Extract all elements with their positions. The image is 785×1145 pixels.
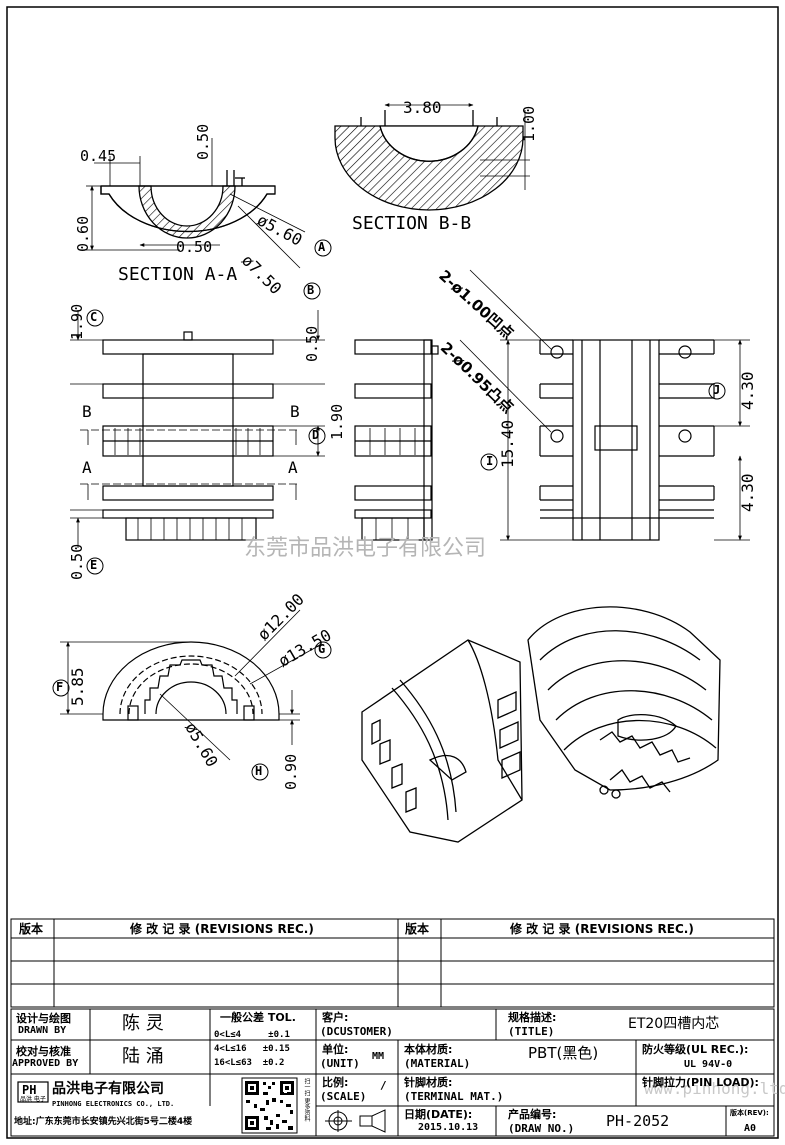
section-mark-b-left: B: [82, 402, 92, 421]
approved-by-cn: 校对与核准: [16, 1045, 71, 1058]
rev-label: 版本(REV):: [730, 1109, 769, 1117]
scale-en: (SCALE): [320, 1090, 367, 1103]
title-en: (TITLE): [508, 1025, 555, 1038]
section-mark-b-right: B: [290, 402, 300, 421]
marker-c: C: [90, 310, 98, 324]
company-logo-sub: 品洪 电子: [20, 1096, 46, 1103]
dim-15-40: 15.40: [498, 419, 517, 468]
marker-a: A: [318, 240, 326, 254]
scale-cn: 比例:: [322, 1076, 349, 1089]
dim-1-90-right: 1.90: [328, 403, 346, 440]
section-a-view: [86, 138, 306, 269]
dim-0-50-bottom-left: 0.50: [68, 543, 86, 580]
dim-4-30-top: 4.30: [738, 371, 757, 410]
dim-0-50-bottom: 0.50: [176, 238, 213, 256]
material-cn: 本体材质:: [404, 1043, 453, 1056]
rev-version-right: 版本: [405, 922, 430, 936]
dim-3-80: 3.80: [403, 98, 442, 117]
marker-h: H: [255, 764, 263, 778]
marker-j: J: [713, 383, 721, 397]
tolerance-row-1: 0<L≤4 ±0.1: [214, 1030, 290, 1040]
customer-en: (DCUSTOMER): [320, 1025, 393, 1038]
marker-g: G: [318, 642, 326, 656]
dim-0-45: 0.45: [80, 147, 117, 165]
dim-1-00: 1.00: [520, 105, 538, 142]
draw-no-en: (DRAW NO.): [508, 1122, 575, 1135]
dim-1-90-top: 1.90: [68, 303, 86, 340]
watermark: 东莞市品洪电子有限公司: [244, 536, 487, 561]
section-a-title: SECTION A-A: [118, 264, 238, 285]
side-view: [354, 339, 439, 541]
section-mark-a-right: A: [288, 458, 298, 477]
rev-value: A0: [744, 1123, 757, 1134]
tolerance-title: 一般公差 TOL.: [220, 1011, 296, 1024]
company-logo: PH: [22, 1083, 37, 1097]
qr-side-text: 扫一扫 更多资料: [303, 1078, 310, 1122]
material-en: (MATERIAL): [404, 1057, 471, 1070]
right-view: [459, 269, 750, 541]
draw-no-cn: 产品编号:: [508, 1108, 557, 1121]
bottom-view: [60, 609, 321, 761]
terminal-en: (TERMINAL MAT.): [404, 1090, 504, 1103]
watermark-url: www.pinhong.ltd: [644, 1079, 785, 1098]
ul-value: UL 94V-0: [684, 1059, 733, 1070]
front-view: [70, 310, 325, 548]
unit-en: (UNIT): [320, 1057, 360, 1070]
date-value: 2015.10.13: [418, 1122, 479, 1133]
company-name-en: PINHONG ELECTRONICS CO., LTD.: [52, 1100, 175, 1108]
title-block: [10, 1008, 775, 1137]
marker-f: F: [56, 680, 64, 694]
scale-value: /: [380, 1079, 387, 1092]
isometric-view-right: [527, 606, 721, 799]
qr-code: [241, 1077, 298, 1134]
dim-0-90: 0.90: [282, 753, 300, 790]
section-b-view: [334, 103, 530, 211]
drawn-by-cn: 设计与绘图: [16, 1012, 71, 1025]
dim-4-30-bottom: 4.30: [738, 473, 757, 512]
tolerance-row-3: 16<L≤63 ±0.2: [214, 1058, 285, 1068]
section-mark-a-left: A: [82, 458, 92, 477]
revision-table: [10, 918, 775, 1008]
marker-e: E: [90, 558, 98, 572]
dim-5-85: 5.85: [68, 667, 87, 706]
isometric-view-left: [361, 639, 523, 843]
pin-load-label: 针脚拉力(PIN LOAD):: [642, 1076, 759, 1089]
section-b-title: SECTION B-B: [352, 213, 472, 234]
rev-header-left: 修 改 记 录 (REVISIONS REC.): [130, 922, 314, 936]
customer-cn: 客户:: [322, 1011, 349, 1024]
date-label: 日期(DATE):: [404, 1108, 473, 1121]
unit-value: MM: [372, 1051, 385, 1062]
marker-d: D: [312, 428, 320, 442]
material-value: PBT(黑色): [528, 1044, 599, 1062]
tolerance-row-2: 4<L≤16 ±0.15: [214, 1044, 290, 1054]
company-address: 地址:广东东莞市长安镇先兴北街5号二楼4楼: [14, 1117, 193, 1127]
marker-circles: [52, 239, 726, 781]
marker-b: B: [307, 283, 315, 297]
approved-by-en: APPROVED BY: [12, 1058, 79, 1069]
draw-no-value: PH-2052: [606, 1112, 670, 1130]
drawn-by-name: 陈 灵: [122, 1013, 164, 1034]
title-value: ET20四槽内芯: [628, 1016, 720, 1032]
ul-label: 防火等级(UL REC.):: [642, 1043, 749, 1056]
rev-version-left: 版本: [19, 922, 44, 936]
approved-by-name: 陆 涌: [122, 1046, 164, 1067]
drawn-by-en: DRAWN BY: [18, 1025, 67, 1036]
company-name-cn: 品洪电子有限公司: [52, 1081, 164, 1097]
dim-0-50-right: 0.50: [303, 325, 321, 362]
dim-0-60: 0.60: [74, 215, 92, 252]
rev-header-right: 修 改 记 录 (REVISIONS REC.): [510, 922, 694, 936]
title-cn: 规格描述:: [508, 1011, 557, 1024]
terminal-cn: 针脚材质:: [404, 1076, 453, 1089]
unit-cn: 单位:: [322, 1043, 349, 1056]
marker-i: I: [486, 454, 494, 468]
dim-0-50-top: 0.50: [194, 123, 212, 160]
